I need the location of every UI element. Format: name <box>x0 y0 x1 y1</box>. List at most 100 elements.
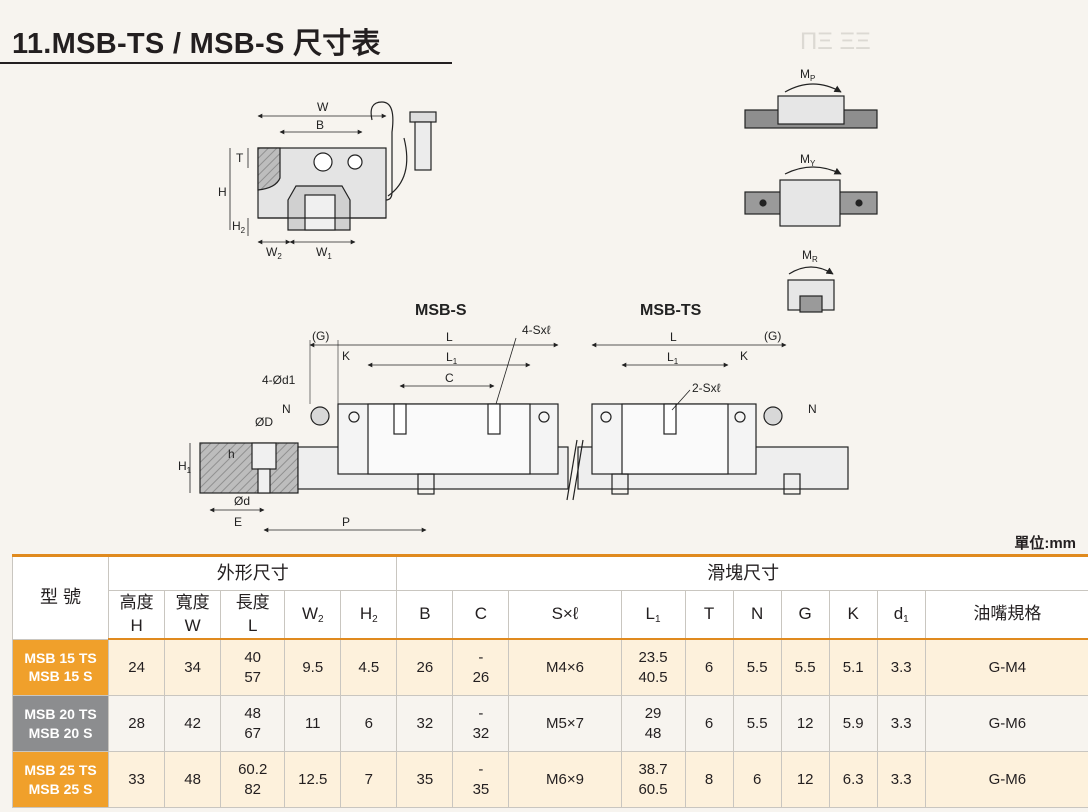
moment-my-diagram <box>744 166 878 227</box>
cell-h: 28 <box>108 695 166 752</box>
dim-label-h2: H2 <box>232 219 246 235</box>
dim-label-od-small: Ød <box>234 494 250 508</box>
group-header-outer: 外形尺寸 <box>108 554 398 591</box>
dim-label-p: P <box>342 515 350 529</box>
side-view <box>189 337 849 533</box>
col-header: N <box>732 590 782 640</box>
col-header: B <box>396 590 454 640</box>
dim-label-n-right: N <box>808 402 817 416</box>
cell-n: 5.5 <box>732 695 782 752</box>
cell-grease: G-M6 <box>924 751 1088 808</box>
col-header: G <box>780 590 830 640</box>
cell-h: 33 <box>108 751 166 808</box>
dim-label-b: B <box>316 118 324 132</box>
dim-label-n-left: N <box>282 402 291 416</box>
col-header: H2 <box>340 590 398 640</box>
dim-label-k-left: K <box>342 349 350 363</box>
cell-b: 32 <box>396 695 454 752</box>
cell-h: 24 <box>108 638 166 696</box>
cell-b: 35 <box>396 751 454 808</box>
col-header: S×ℓ <box>508 590 622 640</box>
cell-w: 48 <box>164 751 222 808</box>
dim-label-t: T <box>236 151 244 165</box>
dim-label-w2: W2 <box>266 245 282 261</box>
cell-w2: 9.5 <box>284 638 342 696</box>
dim-label-l1-left: L1 <box>446 350 458 366</box>
cell-t: 6 <box>684 695 734 752</box>
dim-label-l1-right: L1 <box>667 350 679 366</box>
dim-label-k-right: K <box>740 349 748 363</box>
dim-label-h1: H1 <box>178 459 192 475</box>
cell-c: -26 <box>452 638 510 696</box>
dim-label-g-right: (G) <box>764 329 781 343</box>
cell-d1: 3.3 <box>876 695 926 752</box>
dim-label-h-small: h <box>228 447 235 461</box>
cell-w2: 11 <box>284 695 342 752</box>
dim-label-4sxl: 4-Sxℓ <box>522 323 551 337</box>
col-header: K <box>828 590 878 640</box>
cell-c: -32 <box>452 695 510 752</box>
cell-d1: 3.3 <box>876 638 926 696</box>
cell-w: 42 <box>164 695 222 752</box>
cell-grease: G-M4 <box>924 638 1088 696</box>
bleed-through-text: ПΞ ΞΞ <box>800 28 871 55</box>
col-header: W2 <box>284 590 342 640</box>
col-header: 油嘴規格 <box>924 590 1088 640</box>
cell-n: 6 <box>732 751 782 808</box>
col-header: L1 <box>620 590 686 640</box>
col-header-model: 型 號 <box>11 554 110 640</box>
msb-ts-label: MSB-TS <box>640 302 702 319</box>
cell-h2: 4.5 <box>340 638 398 696</box>
msb-s-label: MSB-S <box>415 302 467 319</box>
dim-label-c: C <box>445 371 454 385</box>
dim-label-l-left: L <box>446 330 453 344</box>
cell-grease: G-M6 <box>924 695 1088 752</box>
cell-h2: 6 <box>340 695 398 752</box>
cell-sxl: M6×9 <box>508 751 622 808</box>
cell-t: 8 <box>684 751 734 808</box>
unit-note: 單位:mm <box>1014 535 1076 552</box>
dim-label-e: E <box>234 515 242 529</box>
cell-g: 12 <box>780 695 830 752</box>
moment-mr-diagram <box>787 266 835 313</box>
cell-k: 5.9 <box>828 695 878 752</box>
col-header: C <box>452 590 510 640</box>
cell-sxl: M5×7 <box>508 695 622 752</box>
cell-g: 12 <box>780 751 830 808</box>
cross-section-view <box>229 101 437 245</box>
col-header: T <box>684 590 734 640</box>
cell-k: 5.1 <box>828 638 878 696</box>
dim-label-g-left: (G) <box>312 329 329 343</box>
moment-label-mr: MR <box>802 248 818 264</box>
cell-w2: 12.5 <box>284 751 342 808</box>
dim-label-w1: W1 <box>316 245 332 261</box>
moment-mp-diagram <box>744 83 878 129</box>
page-title: 11.MSB-TS / MSB-S 尺寸表 <box>12 28 381 60</box>
cell-t: 6 <box>684 638 734 696</box>
dim-label-l-right: L <box>670 330 677 344</box>
group-header-block: 滑塊尺寸 <box>396 554 1088 591</box>
dim-label-od: ØD <box>255 415 273 429</box>
cell-b: 26 <box>396 638 454 696</box>
cell-h2: 7 <box>340 751 398 808</box>
dim-label-d1: 4-Ød1 <box>262 373 296 387</box>
title-underline <box>0 62 452 64</box>
dim-label-w: W <box>317 100 329 114</box>
cell-n: 5.5 <box>732 638 782 696</box>
moment-label-my: MY <box>800 152 816 168</box>
dim-label-2sxl: 2-Sxℓ <box>692 381 721 395</box>
